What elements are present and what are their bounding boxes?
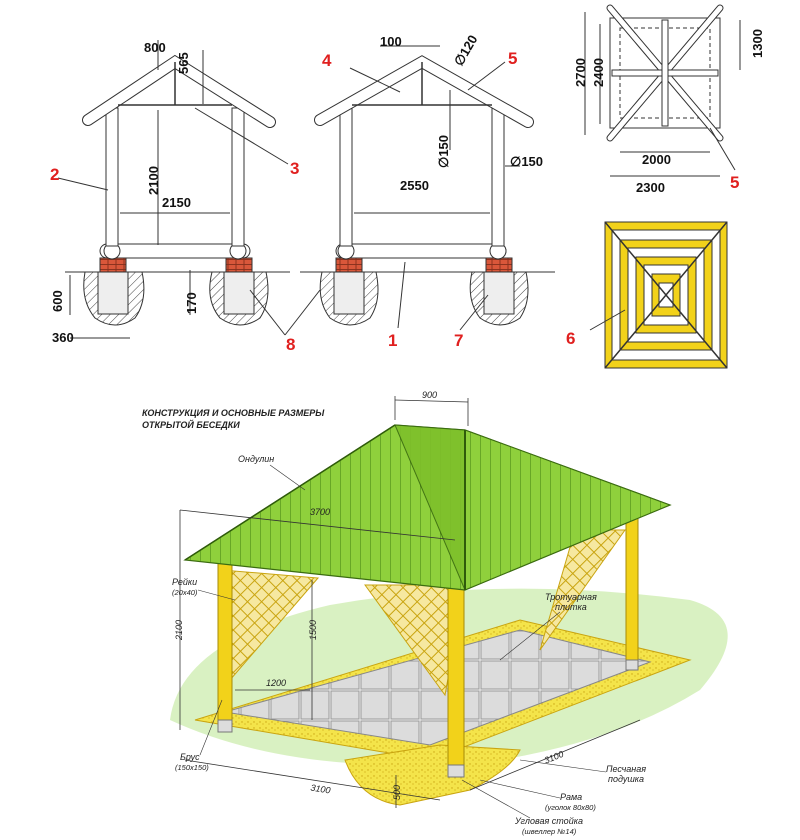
dim-2550: 2550 [400,178,429,193]
dim-170: 170 [184,292,199,314]
foundation-left [83,257,145,326]
callout-2: 2 [50,165,59,184]
pdim-500: 500 [392,785,402,800]
pdim-3700: 3700 [310,507,330,517]
foundation-side-right [469,257,529,326]
side-view: 100 ∅120 ∅150 ∅150 2550 4 5 1 7 [300,32,555,350]
label-brus-size: (150х150) [175,763,209,772]
dim-800: 800 [144,40,166,55]
callout-3: 3 [290,159,299,178]
label-ondulin: Ондулин [238,454,274,464]
label-uglovaya: Угловая стойка [514,816,583,826]
dim-d150-vertical: ∅150 [436,135,451,168]
plan-view: 2700 2400 1300 2000 2300 5 [573,4,765,195]
callout-7: 7 [454,331,463,350]
callout-4: 4 [322,51,332,70]
perspective-view: КОНСТРУКЦИЯ И ОСНОВНЫЕ РАЗМЕРЫ ОТКРЫТОЙ … [142,390,728,836]
label-podushka: подушка [608,774,644,784]
label-rama-size: (уголок 80х80) [545,803,596,812]
dim-d120: ∅120 [451,32,480,68]
dim-2700: 2700 [573,58,588,87]
pdim-3100-front: 3100 [310,783,331,796]
label-reiki-size: (20х40) [172,588,198,597]
dim-565: 565 [176,52,191,74]
dim-1300: 1300 [750,29,765,58]
label-uglovaya-size: (швеллер №14) [522,827,577,836]
callout-6: 6 [566,329,575,348]
pdim-1500: 1500 [308,620,318,640]
foundation-right [209,257,269,326]
pdim-900: 900 [422,390,437,400]
dim-2400: 2400 [591,58,606,87]
label-trotuarnaya: Тротуарная [545,592,597,602]
callout-5-side: 5 [508,49,517,68]
dim-2100: 2100 [146,166,161,195]
label-reiki: Рейки [172,577,197,587]
label-brus: Брус [180,752,200,762]
dim-2300: 2300 [636,180,665,195]
pdim-1200: 1200 [266,678,286,688]
foundation-side-left [319,257,379,326]
dim-2150: 2150 [162,195,191,210]
dim-d150-horizontal: ∅150 [510,154,543,169]
dim-100: 100 [380,34,402,49]
dim-360: 360 [52,330,74,345]
pdim-3100-side: 3100 [543,749,565,766]
label-peschanaya: Песчаная [606,764,646,774]
perspective-title-line2: ОТКРЫТОЙ БЕСЕДКИ [142,419,240,430]
callout-5-plan: 5 [730,173,739,192]
dim-2000: 2000 [642,152,671,167]
roof-framing-view: 6 [566,221,728,369]
label-rama: Рама [560,792,582,802]
perspective-title-line1: КОНСТРУКЦИЯ И ОСНОВНЫЕ РАЗМЕРЫ [142,408,325,418]
pdim-2100: 2100 [174,620,184,641]
callout-8: 8 [286,335,295,354]
callout-1: 1 [388,331,397,350]
front-view: 800 565 2100 2150 600 360 170 2 3 8 [50,40,321,354]
label-plitka: плитка [555,602,587,612]
dim-600: 600 [50,290,65,312]
